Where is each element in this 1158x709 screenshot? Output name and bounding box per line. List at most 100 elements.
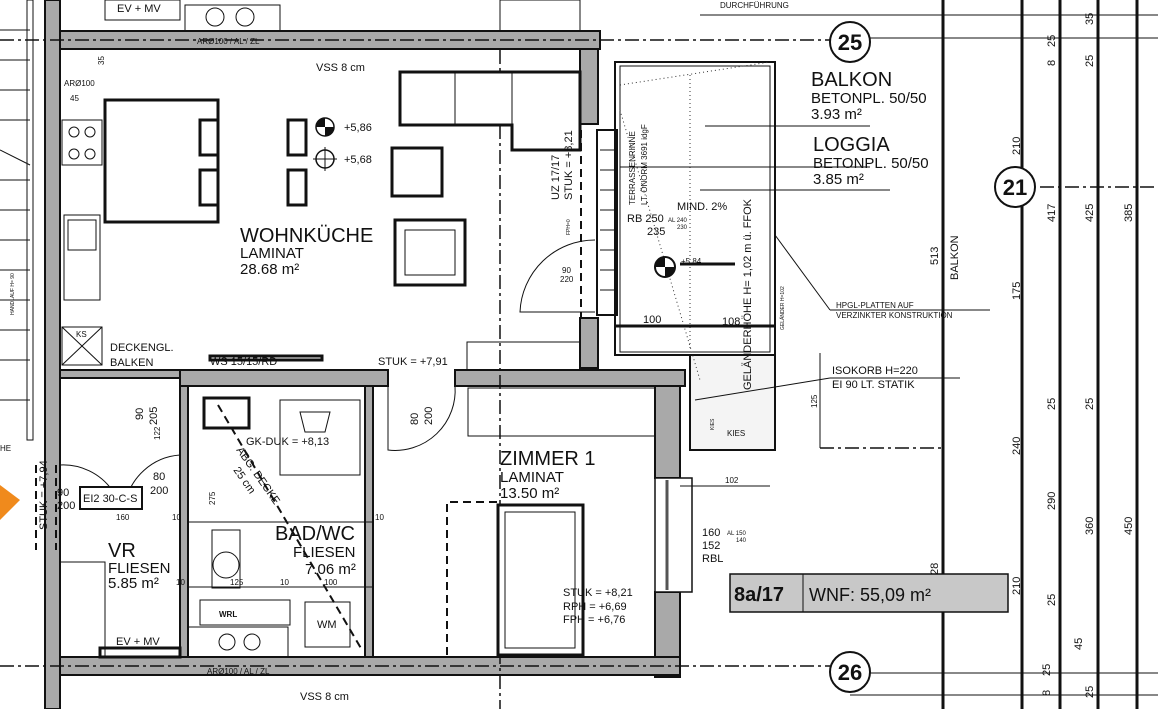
svg-text:8: 8 [1046,60,1058,66]
staircase [0,0,34,441]
svg-text:VSS 8 cm: VSS 8 cm [316,62,365,74]
sink-icon [63,214,101,301]
room-floor-kitchen: LAMINAT [240,245,304,262]
svg-text:KIES: KIES [710,418,716,430]
svg-text:200: 200 [423,407,435,425]
balcony-door[interactable] [519,129,618,318]
svg-text:RBL: RBL [702,553,723,565]
svg-text:HANDLAUF H= 90: HANDLAUF H= 90 [10,273,16,315]
unit-info-box: 8a/17 WNF: 55,09 m² [729,573,1009,613]
svg-text:KIES: KIES [727,429,745,438]
balcony [614,61,990,451]
level-marker-icon [315,117,335,137]
svg-text:GELÄNDERHÖHE H= 1,02 m ü. FFOK: GELÄNDERHÖHE H= 1,02 m ü. FFOK [742,198,754,390]
svg-text:10: 10 [375,513,384,522]
room-name-vr: VR [108,540,136,562]
svg-text:STUK = +7,91: STUK = +7,91 [378,356,448,368]
svg-text:+5,86: +5,86 [344,122,372,134]
svg-text:10: 10 [176,578,185,587]
svg-text:240: 240 [1011,437,1023,455]
svg-text:ARØ100 / AL / ZL: ARØ100 / AL / ZL [207,667,270,676]
washing-machine [304,601,351,648]
svg-text:102: 102 [725,476,739,485]
svg-text:140: 140 [736,538,747,544]
svg-text:230: 230 [677,225,688,231]
entrance-marker-icon [0,485,20,520]
washbasin-icon [202,396,251,430]
svg-text:BALKEN: BALKEN [110,357,153,369]
svg-text:AL 150: AL 150 [727,531,746,537]
bathroom-fixtures [187,396,373,658]
svg-text:TERRASSENRINNE: TERRASSENRINNE [628,131,637,205]
svg-text:KS: KS [76,330,87,339]
svg-text:RB 250: RB 250 [627,213,664,225]
svg-text:80: 80 [409,413,421,425]
room-name-zimmer: ZIMMER 1 [500,448,596,470]
svg-text:25: 25 [1084,55,1096,67]
svg-text:385: 385 [1123,204,1135,222]
svg-text:108: 108 [722,316,740,328]
svg-text:+5,68: +5,68 [344,154,372,166]
svg-text:EV + MV: EV + MV [117,3,161,15]
svg-text:10: 10 [172,513,181,522]
sofa [398,70,582,152]
room-floor-loggia: BETONPL. 50/50 [813,155,929,172]
room-floor-balkon: BETONPL. 50/50 [811,90,927,107]
unit-id: 8a/17 [734,584,784,606]
svg-text:125: 125 [230,578,244,587]
svg-text:RPH = +6,69: RPH = +6,69 [563,601,627,613]
svg-text:EI2 30-C-S: EI2 30-C-S [83,493,137,505]
window-zimmer[interactable] [654,477,693,593]
svg-text:8: 8 [1041,690,1053,696]
svg-text:220: 220 [560,275,574,284]
armchair [393,218,467,287]
svg-text:VERZINKTER KONSTRUKTION: VERZINKTER KONSTRUKTION [836,311,953,320]
svg-text:FPH=0: FPH=0 [566,219,572,235]
svg-text:90: 90 [134,408,146,420]
svg-text:ISOKORB H=220: ISOKORB H=220 [832,365,918,377]
room-floor-bad: FLIESEN [293,544,356,561]
svg-text:45: 45 [1073,638,1085,650]
coffee-table [390,146,444,198]
svg-text:200: 200 [150,485,168,497]
unit-wnf: WNF: 55,09 m² [809,585,931,605]
svg-text:35: 35 [1084,13,1096,25]
svg-text:WM: WM [317,619,337,631]
svg-text:VSS 8 cm: VSS 8 cm [300,691,349,703]
svg-text:EI 90 LT. STATIK: EI 90 LT. STATIK [832,379,915,391]
svg-text:90: 90 [57,487,69,499]
fridge-ks [61,326,103,366]
room-name-loggia: LOGGIA [813,134,890,156]
svg-text:25: 25 [838,30,862,55]
door-zimmer[interactable] [387,385,456,451]
svg-text:205: 205 [148,407,160,425]
svg-text:160: 160 [116,513,130,522]
bed [496,503,585,657]
svg-text:GK-DUK = +8,13: GK-DUK = +8,13 [246,436,329,448]
svg-text:125: 125 [810,394,819,408]
ev-mv-top [104,0,181,21]
grid-axis-26: 26 [829,651,871,693]
stove-icon [61,119,103,166]
svg-text:122: 122 [153,426,162,440]
grid-axis-21: 21 [994,166,1036,208]
svg-text:HE: HE [0,444,11,453]
svg-text:513: 513 [929,247,941,265]
room-area-kitchen: 28.68 m² [240,261,299,278]
svg-text:45: 45 [70,94,79,103]
svg-text:28: 28 [929,563,941,575]
svg-text:80: 80 [153,471,165,483]
svg-text:10: 10 [280,578,289,587]
dimensions: 90 220 100 108 80 200 80 200 90 200 90 2… [57,13,1135,698]
room-name-bad: BAD/WC [275,523,355,545]
room-floor-vr: FLIESEN [108,560,171,577]
svg-text:290: 290 [1046,492,1058,510]
svg-text:STUK = +7,94: STUK = +7,94 [38,460,50,530]
svg-text:GELÄNDER H=102: GELÄNDER H=102 [779,286,786,330]
svg-text:HPGL-PLATTEN AUF: HPGL-PLATTEN AUF [836,301,914,310]
svg-text:152: 152 [702,540,720,552]
svg-text:235: 235 [647,226,665,238]
svg-text:MIND. 2%: MIND. 2% [677,201,727,213]
svg-text:175: 175 [1011,282,1023,300]
svg-text:417: 417 [1046,204,1058,222]
